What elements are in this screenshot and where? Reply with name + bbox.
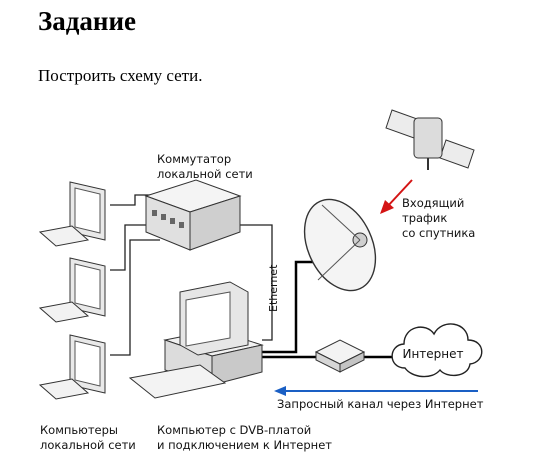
- ethernet-label: Ethernet: [267, 264, 280, 312]
- computers-label: Компьютеры локальной сети: [40, 423, 136, 452]
- task-text: Построить схему сети.: [38, 66, 203, 85]
- page-title: Задание: [38, 6, 137, 36]
- incoming-traffic-label: Входящий трафик со спутника: [402, 196, 476, 240]
- lan-computer-2: [38, 257, 106, 323]
- satellite: [385, 109, 475, 170]
- request-channel-label: Запросный канал через Интернет: [277, 397, 484, 411]
- network-links: [110, 194, 273, 356]
- dvb-computer: [128, 281, 264, 399]
- satellite-dish: [303, 198, 377, 292]
- request-channel-arrow: [274, 386, 478, 396]
- internet-label: Интернет: [402, 347, 463, 361]
- dvb-computer-label: Компьютер с DVB-платой и подключением к …: [157, 423, 332, 452]
- internet-cloud: Интернет: [391, 323, 483, 378]
- modem: [314, 339, 366, 373]
- switch-label: Коммутатор локальной сети: [157, 152, 253, 181]
- lan-computer-3: [38, 334, 106, 400]
- lan-computer-1: [38, 181, 106, 247]
- incoming-traffic-arrow: [380, 179, 413, 214]
- lan-switch: [144, 179, 242, 251]
